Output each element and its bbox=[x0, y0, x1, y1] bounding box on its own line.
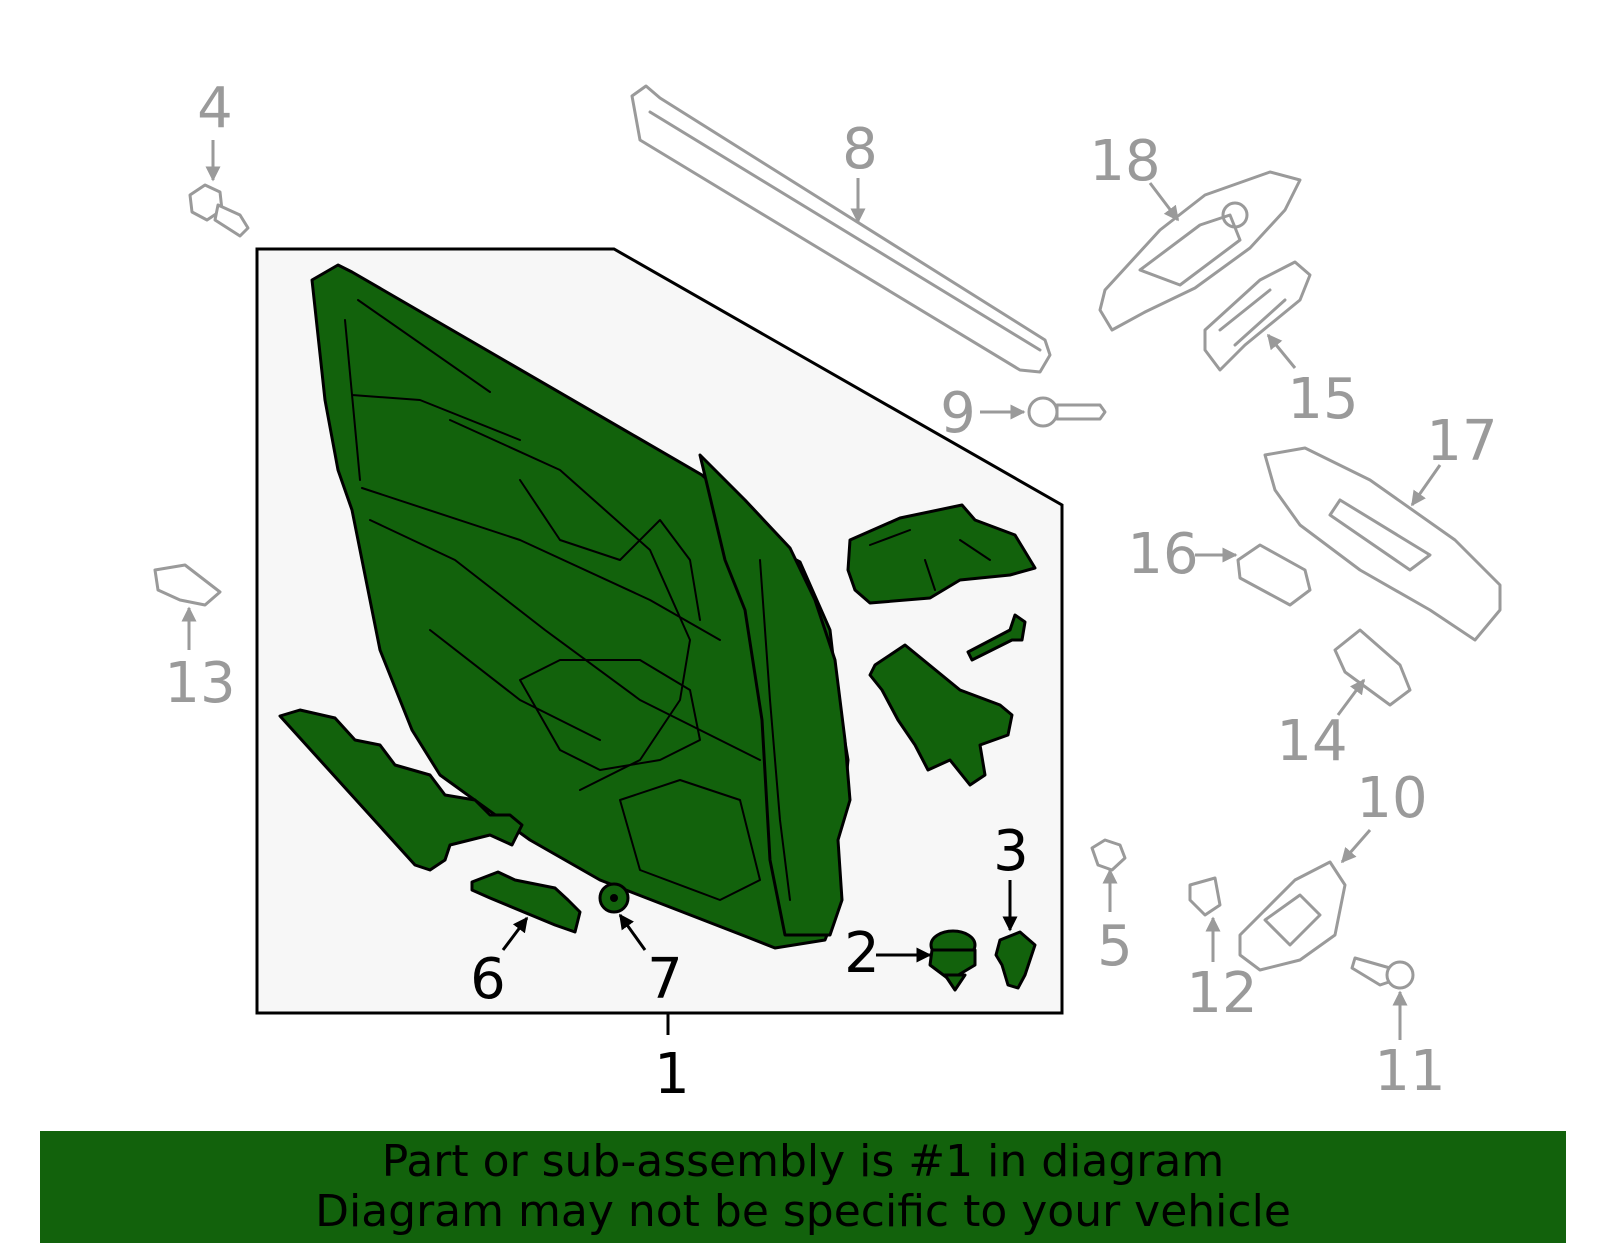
callout-2: 2 bbox=[844, 921, 880, 986]
switch-part-14[interactable] bbox=[1333, 628, 1412, 707]
armrest-bezel-part-17[interactable] bbox=[1263, 446, 1502, 642]
callout-9: 9 bbox=[940, 381, 976, 446]
callout-10: 10 bbox=[1356, 766, 1427, 831]
upper-bracket bbox=[846, 503, 1037, 605]
trim-strip-part-6[interactable] bbox=[470, 870, 582, 934]
door-trim-panel-part-1[interactable] bbox=[310, 263, 852, 950]
switch-bezel-part-18[interactable] bbox=[1098, 170, 1302, 332]
switch-part-16[interactable] bbox=[1236, 543, 1312, 607]
screw-part-11[interactable] bbox=[1350, 956, 1415, 990]
callout-8: 8 bbox=[842, 117, 878, 182]
nut-part-5[interactable] bbox=[1090, 838, 1127, 872]
bolt-part-4[interactable] bbox=[188, 183, 250, 238]
washer-part-7[interactable] bbox=[598, 882, 630, 914]
lower-bracket bbox=[868, 643, 1014, 787]
callout-17: 17 bbox=[1426, 409, 1497, 474]
banner-line-1: Part or sub-assembly is #1 in diagram bbox=[381, 1136, 1225, 1187]
clip-part-2[interactable] bbox=[928, 929, 977, 992]
callout-13: 13 bbox=[164, 651, 235, 716]
disclaimer-banner: Part or sub-assembly is #1 in diagram Di… bbox=[40, 1131, 1566, 1243]
weatherstrip-part-8[interactable] bbox=[630, 84, 1052, 374]
callout-12: 12 bbox=[1186, 961, 1257, 1026]
clip-part-12[interactable] bbox=[1188, 876, 1222, 917]
callout-4: 4 bbox=[197, 76, 233, 141]
callout-16: 16 bbox=[1127, 522, 1198, 587]
handle-part-10[interactable] bbox=[1238, 860, 1347, 972]
callout-6: 6 bbox=[470, 947, 506, 1012]
callout-1: 1 bbox=[654, 1042, 690, 1107]
callout-5: 5 bbox=[1097, 914, 1133, 979]
clip-part-13[interactable] bbox=[153, 563, 222, 607]
callout-7: 7 bbox=[647, 947, 683, 1012]
callout-3: 3 bbox=[993, 819, 1029, 884]
armrest-trim-piece bbox=[278, 708, 524, 872]
screw-part-9[interactable] bbox=[1027, 396, 1107, 428]
leader-arrows bbox=[181, 140, 1442, 1040]
clip-part-3[interactable] bbox=[994, 930, 1037, 990]
callout-14: 14 bbox=[1276, 709, 1347, 774]
callout-11: 11 bbox=[1374, 1039, 1445, 1104]
callout-15: 15 bbox=[1287, 367, 1358, 432]
callout-18: 18 bbox=[1089, 129, 1160, 194]
switch-part-15[interactable] bbox=[1203, 260, 1312, 372]
bracket-bolt bbox=[966, 613, 1027, 662]
banner-line-2: Diagram may not be specific to your vehi… bbox=[315, 1186, 1291, 1237]
